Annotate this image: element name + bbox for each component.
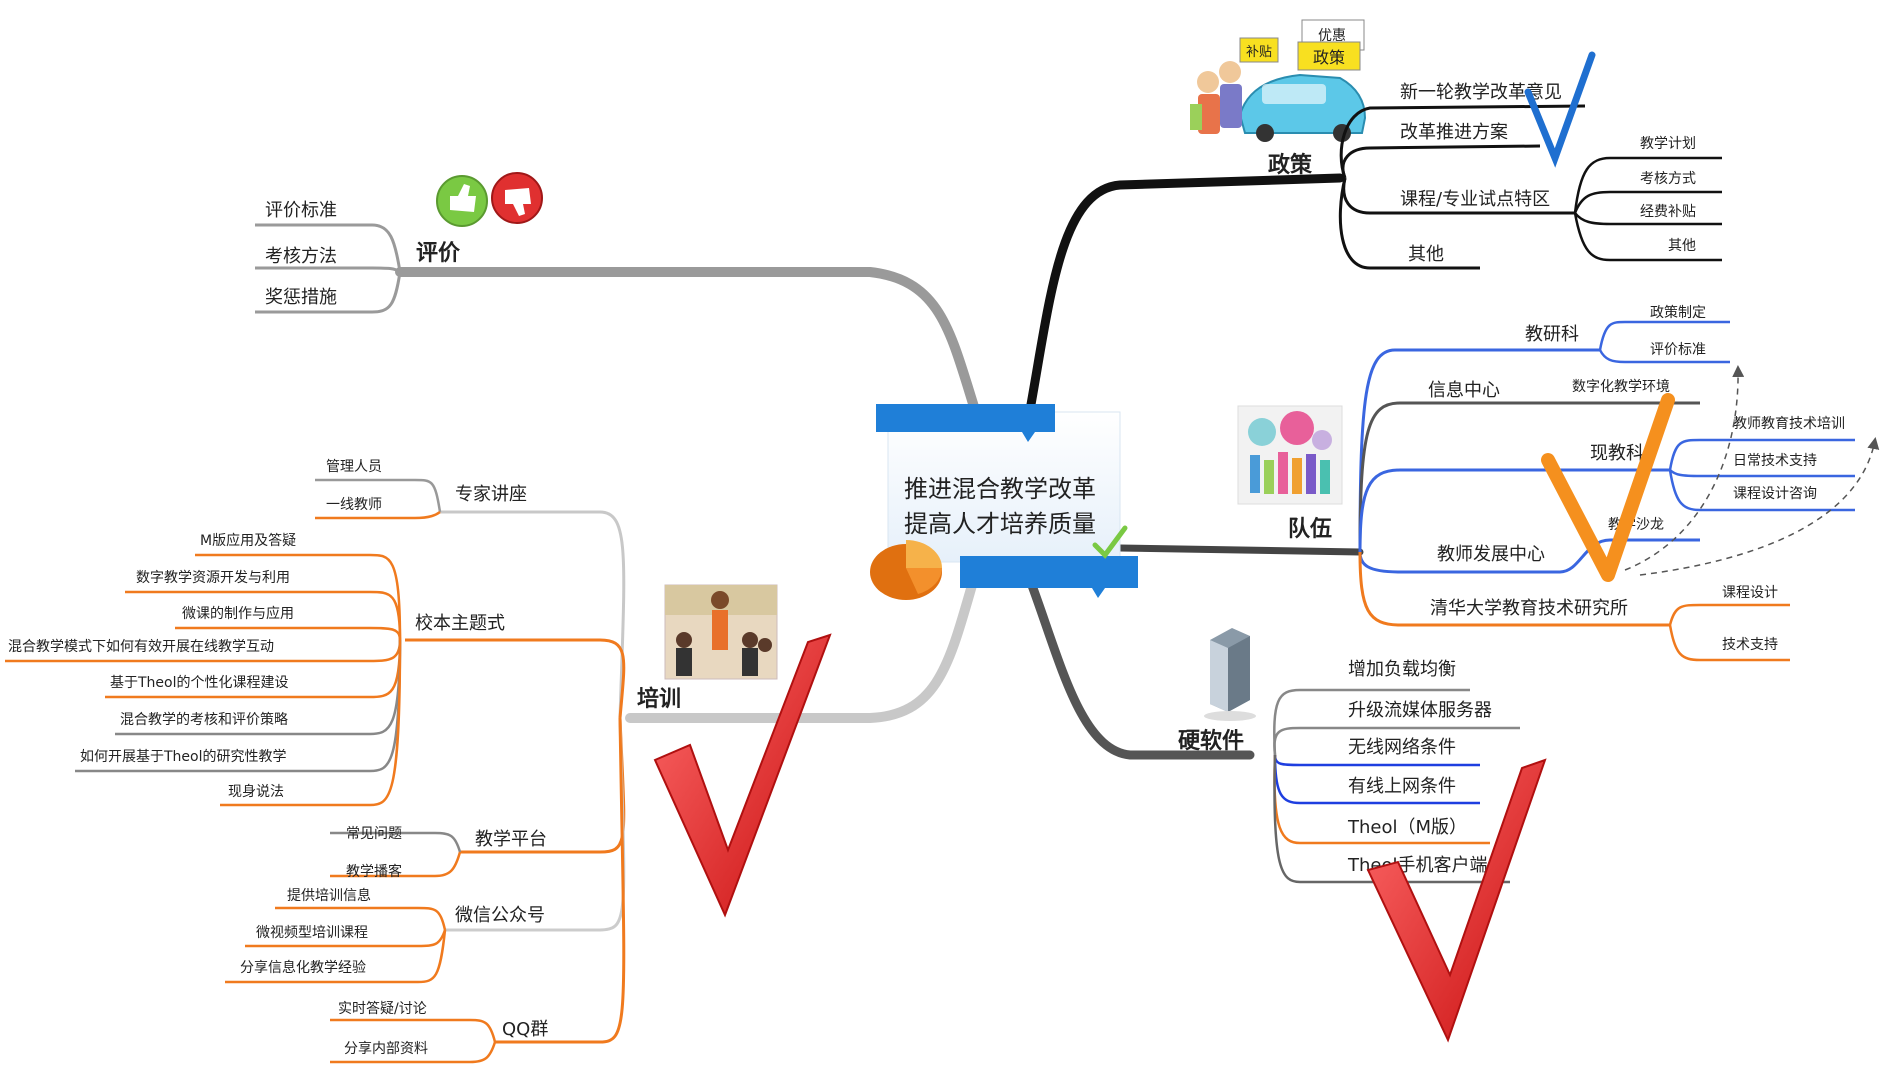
- training-wechat[interactable]: 微信公众号: [455, 905, 545, 926]
- hardware-item-4[interactable]: 有线上网条件: [1348, 776, 1456, 797]
- center-topic[interactable]: 推进混合教学改革 提高人才培养质量: [870, 404, 1138, 600]
- training-main-connector: [625, 570, 980, 723]
- team-tsinghua-item-2[interactable]: 技术支持: [1722, 637, 1778, 653]
- training-school[interactable]: 校本主题式: [415, 613, 505, 634]
- hardware-item-5[interactable]: Theol（M版）: [1347, 817, 1467, 838]
- hardware-main-connector: [1025, 575, 1255, 760]
- policy-item-2[interactable]: 改革推进方案: [1400, 122, 1508, 143]
- people-group-icon: [1237, 405, 1343, 505]
- policy-item-3[interactable]: 课程/专业试点特区: [1400, 189, 1550, 210]
- team-jiaoyanke-item-1[interactable]: 政策制定: [1650, 304, 1706, 321]
- training-branch: 培训 专家讲座 管理人员 一线教师 校本主题式 M版应用及答疑 数字教学资源开发…: [5, 459, 832, 1064]
- blue-check-icon: [1524, 51, 1596, 168]
- team-main-connector: [1116, 544, 1364, 556]
- hardware-item-6[interactable]: Theol手机客户端: [1347, 855, 1488, 876]
- training-qq-item-2[interactable]: 分享内部资料: [344, 1040, 428, 1057]
- team-info-center[interactable]: 信息中心: [1428, 380, 1500, 401]
- team-teacher-center[interactable]: 教师发展中心: [1437, 544, 1545, 565]
- pie-chart-icon: [870, 540, 942, 600]
- training-school-item-8[interactable]: 现身说法: [228, 784, 284, 800]
- hardware-item-3[interactable]: 无线网络条件: [1348, 737, 1456, 758]
- green-check-icon: [1092, 525, 1128, 559]
- hardware-item-2[interactable]: 升级流媒体服务器: [1348, 700, 1492, 721]
- dashed-arrow-2: [1639, 437, 1880, 576]
- policy-sub-2[interactable]: 考核方式: [1640, 171, 1696, 187]
- evaluation-main-connector: [395, 267, 980, 415]
- policy-sub-1[interactable]: 教学计划: [1640, 136, 1696, 152]
- thumbs-down-icon: [491, 172, 543, 224]
- team-title[interactable]: 队伍: [1288, 517, 1332, 542]
- team-jiaoyanke[interactable]: 教研科: [1525, 324, 1579, 345]
- training-school-item-6[interactable]: 混合教学的考核和评价策略: [120, 711, 288, 728]
- training-school-item-3[interactable]: 微课的制作与应用: [182, 605, 294, 622]
- training-qq[interactable]: QQ群: [502, 1019, 548, 1040]
- policy-item-4[interactable]: 其他: [1408, 244, 1444, 265]
- policy-car-illustration: 优惠 补贴 政策: [1190, 19, 1367, 142]
- evaluation-title[interactable]: 评价: [416, 241, 461, 266]
- training-platform[interactable]: 教学平台: [475, 829, 547, 850]
- team-info-center-item[interactable]: 数字化教学环境: [1572, 379, 1670, 395]
- training-photo-icon: [664, 584, 778, 680]
- training-school-item-7[interactable]: 如何开展基于Theol的研究性教学: [80, 748, 287, 765]
- training-school-item-2[interactable]: 数字教学资源开发与利用: [136, 570, 290, 586]
- sign-left: 补贴: [1246, 45, 1272, 60]
- policy-main-connector: [1025, 173, 1345, 415]
- banner-top: [876, 404, 1055, 442]
- red-check-icon-left: [653, 633, 832, 918]
- evaluation-item-3[interactable]: 奖惩措施: [265, 287, 337, 308]
- team-tsinghua[interactable]: 清华大学教育技术研究所: [1430, 598, 1628, 619]
- training-school-item-5[interactable]: 基于Theol的个性化课程建设: [110, 674, 289, 691]
- team-tsinghua-item-1[interactable]: 课程设计: [1722, 585, 1778, 601]
- policy-title[interactable]: 政策: [1268, 152, 1313, 178]
- training-title[interactable]: 培训: [637, 686, 681, 712]
- training-lecture-item-1[interactable]: 管理人员: [326, 459, 382, 475]
- training-school-item-4[interactable]: 混合教学模式下如何有效开展在线教学互动: [8, 639, 274, 655]
- hardware-title[interactable]: 硬软件: [1178, 728, 1244, 754]
- server-icon: [1204, 628, 1256, 721]
- training-wechat-item-1[interactable]: 提供培训信息: [287, 887, 371, 904]
- team-xianjiaoke-item-2[interactable]: 日常技术支持: [1733, 453, 1817, 469]
- evaluation-item-2[interactable]: 考核方法: [265, 246, 337, 267]
- training-platform-item-1[interactable]: 常见问题: [346, 826, 402, 842]
- training-lecture[interactable]: 专家讲座: [455, 484, 527, 505]
- team-xianjiaoke[interactable]: 现教科: [1590, 443, 1644, 464]
- sign-small: 优惠: [1318, 28, 1346, 44]
- team-branch: 队伍 教研科 政策制定 评价标准 信息中心 数字化教学环境 现教科 教师教育技术…: [1237, 304, 1880, 662]
- training-qq-item-1[interactable]: 实时答疑/讨论: [338, 1000, 427, 1017]
- training-platform-item-2[interactable]: 教学播客: [346, 863, 402, 880]
- center-title-line2: 提高人才培养质量: [904, 510, 1096, 538]
- banner-bottom: [960, 556, 1138, 598]
- hardware-branch: 硬软件 增加负载均衡 升级流媒体服务器 无线网络条件 有线上网条件 Theol（…: [1178, 628, 1547, 1043]
- policy-item-1[interactable]: 新一轮教学改革意见: [1400, 82, 1562, 103]
- team-jiaoyanke-item-2[interactable]: 评价标准: [1650, 342, 1706, 358]
- thumbs-up-icon: [436, 175, 488, 227]
- policy-sub-4[interactable]: 其他: [1668, 238, 1696, 254]
- evaluation-item-1[interactable]: 评价标准: [265, 200, 337, 221]
- hardware-item-1[interactable]: 增加负载均衡: [1348, 659, 1456, 680]
- center-title-line1: 推进混合教学改革: [904, 475, 1096, 503]
- policy-sub-3[interactable]: 经费补贴: [1640, 204, 1696, 220]
- training-school-item-1[interactable]: M版应用及答疑: [200, 532, 296, 549]
- red-check-icon-right: [1366, 758, 1547, 1043]
- training-lecture-item-2[interactable]: 一线教师: [326, 497, 382, 513]
- team-xianjiaoke-item-1[interactable]: 教师教育技术培训: [1733, 416, 1845, 432]
- policy-branch: 优惠 补贴 政策 政策 新一轮教学改革意见 改革推进方案 课程/专业试点特区 其…: [1190, 19, 1722, 270]
- training-wechat-item-3[interactable]: 分享信息化教学经验: [240, 959, 366, 976]
- training-wechat-item-2[interactable]: 微视频型培训课程: [256, 925, 368, 941]
- team-xianjiaoke-item-3[interactable]: 课程设计咨询: [1733, 486, 1817, 502]
- evaluation-branch: 评价 评价标准 考核方法 奖惩措施: [255, 172, 543, 314]
- dashed-arrow-1: [1624, 365, 1745, 571]
- sign-right: 政策: [1313, 48, 1345, 67]
- orange-check-icon: [1541, 393, 1675, 582]
